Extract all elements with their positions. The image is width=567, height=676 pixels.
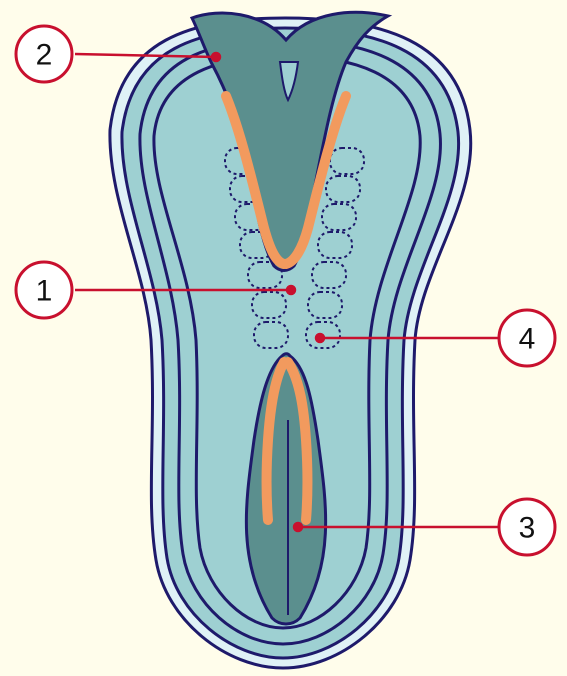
callout-label: 3 xyxy=(519,512,536,545)
somite-left xyxy=(252,292,286,318)
callout-label: 4 xyxy=(519,323,536,356)
somite-right xyxy=(312,262,346,288)
leader-dot-2 xyxy=(212,53,220,61)
callout-3: 3 xyxy=(499,499,555,555)
leader-dot-1 xyxy=(287,286,295,294)
somite-right xyxy=(322,204,356,230)
leader-dot-3 xyxy=(294,523,302,531)
callout-1: 1 xyxy=(16,262,72,318)
callout-4: 4 xyxy=(499,310,555,366)
somite-right xyxy=(326,176,360,202)
somite-right xyxy=(308,292,342,318)
callout-label: 2 xyxy=(36,39,53,72)
somite-right xyxy=(318,232,352,258)
somite-left xyxy=(254,322,288,348)
callout-label: 1 xyxy=(36,275,53,308)
somite-right xyxy=(330,148,364,174)
leader-dot-4 xyxy=(316,334,324,342)
callout-2: 2 xyxy=(16,26,72,82)
